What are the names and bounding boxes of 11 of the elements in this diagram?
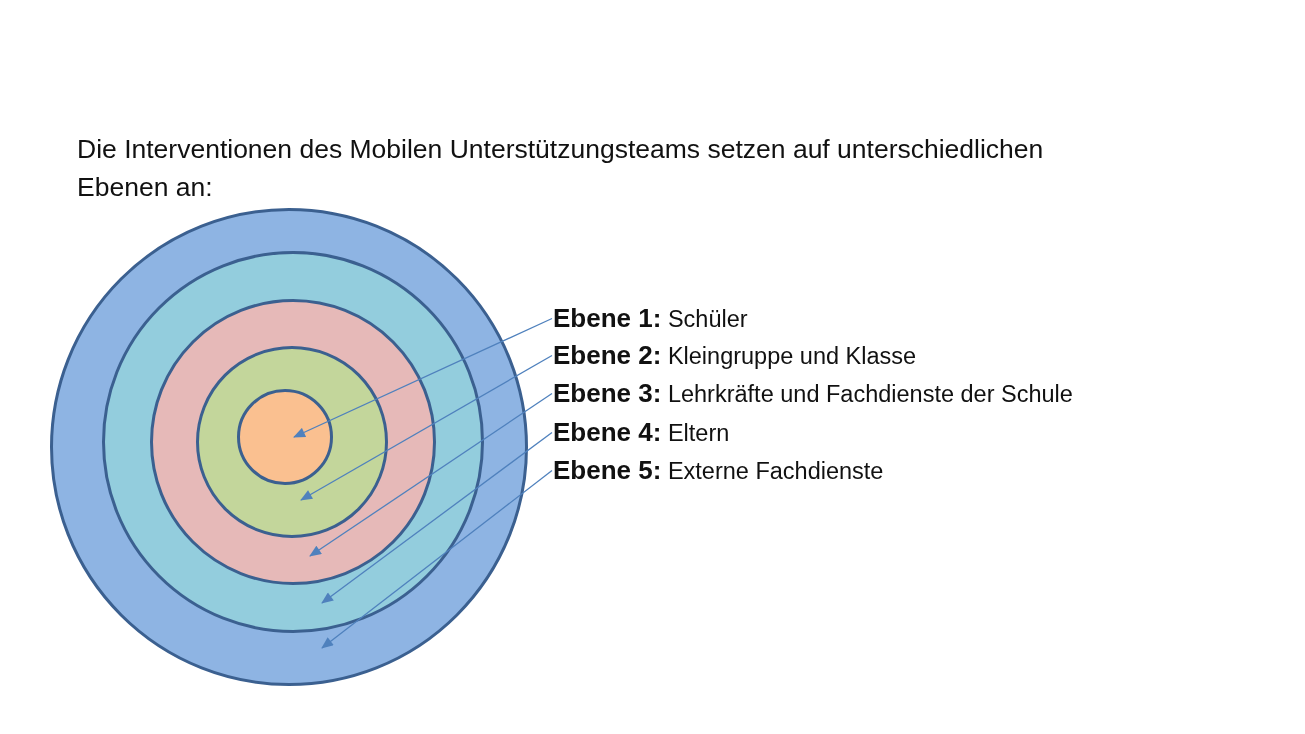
leader-arrow — [293, 317, 553, 438]
level-label: Ebene 2: Kleingruppe und Klasse — [553, 340, 917, 371]
heading: Die Interventionen des Mobilen Unterstützungsteams setzen auf unterschiedlichen Ebenen an: — [77, 133, 1045, 204]
leader-arrow — [321, 469, 553, 649]
leader-arrow — [321, 431, 553, 604]
level-label: Ebene 1: Schüler — [553, 303, 748, 334]
level-label: Ebene 5: Externe Fachdienste — [553, 455, 884, 486]
leader-arrow — [309, 392, 553, 557]
level-label: Ebene 4: Eltern — [553, 417, 730, 448]
leader-arrow — [300, 354, 553, 501]
level-label: Ebene 3: Lehrkräfte und Fachdienste der Schule — [553, 378, 1073, 409]
